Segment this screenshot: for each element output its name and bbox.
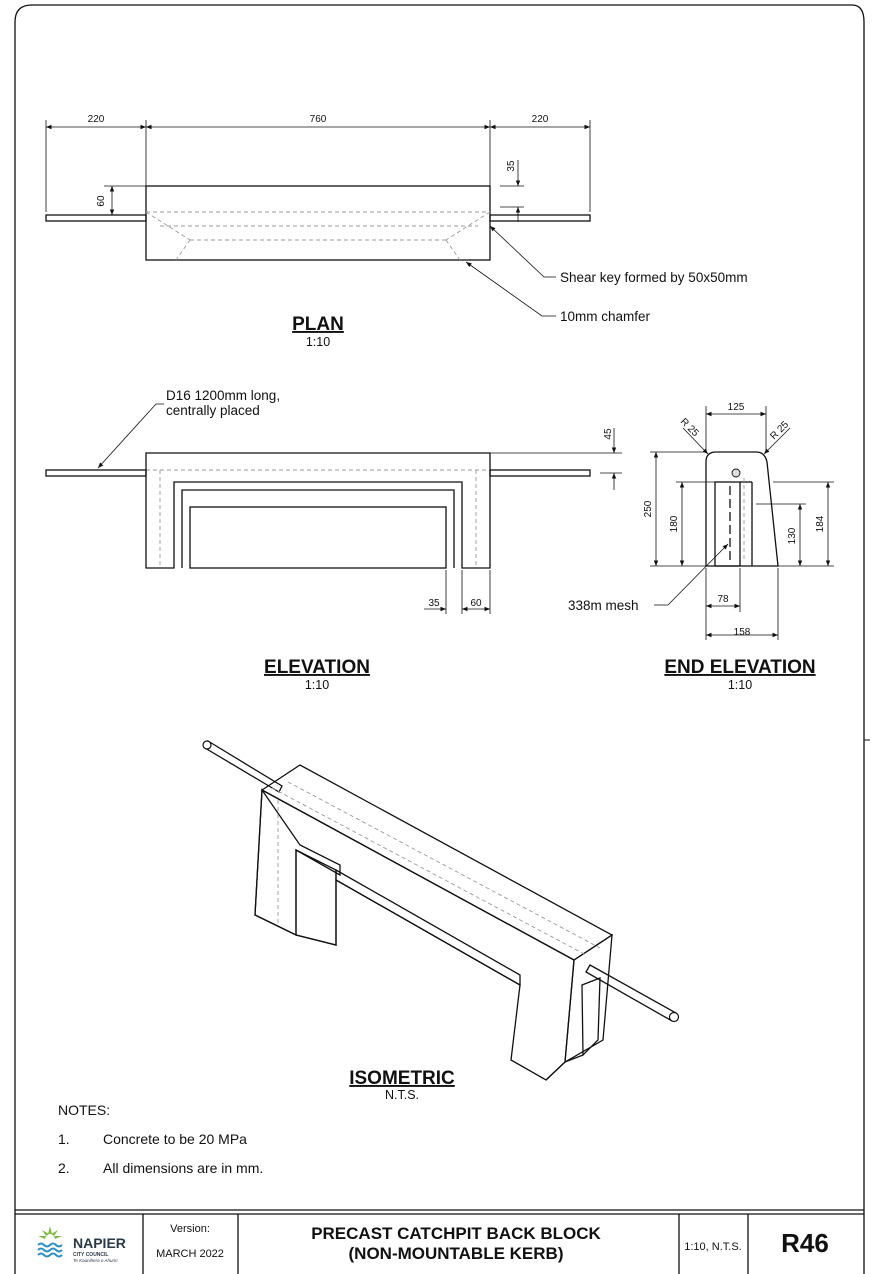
end-elevation-dim-top-width: 125 [728,402,745,413]
elevation-rod-note-1: D16 1200mm long, [166,388,280,403]
elevation-view: D16 1200mm long, centrally placed 45 35 … [45,388,622,692]
end-elevation-dim-height-inner: 180 [669,515,680,532]
end-elevation-dim-right: 184 [815,515,826,532]
notes-section: NOTES: 1. Concrete to be 20 MPa 2. All d… [58,1102,263,1176]
elevation-scale: 1:10 [305,678,329,692]
end-elevation-dim-base-width: 158 [734,627,751,638]
plan-rod-left [45,214,147,222]
end-elevation-rod [731,468,741,478]
isometric-front-face [254,788,575,1081]
end-elevation-dim-height-total: 250 [643,500,654,517]
elevation-rod-right [489,469,591,477]
drawing-scale: 1:10, N.T.S. [684,1241,741,1253]
end-elevation-radius-left: R 25 [678,416,701,439]
plan-scale: 1:10 [306,335,330,349]
isometric-view: ISOMETRIC N.T.S. [202,740,680,1102]
plan-dim-rod-offset: 60 [96,195,107,207]
plan-dim-left: 220 [88,114,105,125]
note-1-text: Concrete to be 20 MPa [103,1131,247,1147]
plan-callout-shear-key: Shear key formed by 50x50mm [560,270,748,285]
drawing-title-line-2: (NON-MOUNTABLE KERB) [349,1244,564,1263]
end-elevation-view: 125 R 25 R 25 250 180 130 184 78 158 338… [568,402,834,692]
logo-sub: CITY COUNCIL [73,1252,108,1258]
elevation-rod-note-2: centrally placed [166,403,260,418]
title-block: NAPIER CITY COUNCIL Te Kaunihera o Ahuri… [15,1209,864,1274]
isometric-far-leg [254,788,341,937]
drawing-title-line-1: PRECAST CATCHPIT BACK BLOCK [311,1224,601,1243]
elevation-title: ELEVATION [264,657,370,678]
isometric-scale: N.T.S. [385,1088,419,1102]
isometric-title: ISOMETRIC [349,1068,455,1089]
plan-dim-right: 220 [532,114,549,125]
elevation-block-outline [145,452,491,569]
plan-callout-chamfer: 10mm chamfer [560,309,651,324]
plan-rod-right [489,214,591,222]
end-elevation-mesh-note: 338m mesh [568,598,639,613]
end-elevation-title: END ELEVATION [664,657,815,678]
note-2-text: All dimensions are in mm. [103,1160,263,1176]
isometric-top-face [260,764,614,961]
logo-tagline: Te Kaunihera o Ahuriri [73,1258,118,1263]
sheet-border [14,4,865,1274]
elevation-dim-leg-outer: 60 [470,598,482,609]
plan-view: 220 760 220 60 35 Shear key formed by 50… [45,114,748,349]
plan-block-outline [145,185,491,261]
end-elevation-outline [705,451,779,567]
isometric-end-face [564,933,613,1064]
notes-heading: NOTES: [58,1102,110,1118]
plan-title: PLAN [292,314,344,335]
end-elevation-dim-right-inner: 130 [787,527,798,544]
note-2-number: 2. [58,1160,70,1176]
elevation-dim-top: 45 [603,428,614,440]
version-label: Version: [170,1223,210,1235]
end-elevation-scale: 1:10 [728,678,752,692]
elevation-inner-opening [181,489,455,568]
logo-name: NAPIER [73,1235,126,1251]
drawing-code: R46 [781,1228,829,1258]
napier-logo-icon [37,1226,63,1258]
version-value: MARCH 2022 [156,1248,224,1260]
plan-dim-middle: 760 [310,114,327,125]
plan-dim-edge-top: 35 [506,160,517,172]
elevation-dim-leg-inner: 35 [428,598,440,609]
note-1-number: 1. [58,1131,70,1147]
elevation-rod-left [45,469,147,477]
end-elevation-dim-leg-width: 78 [717,594,729,605]
